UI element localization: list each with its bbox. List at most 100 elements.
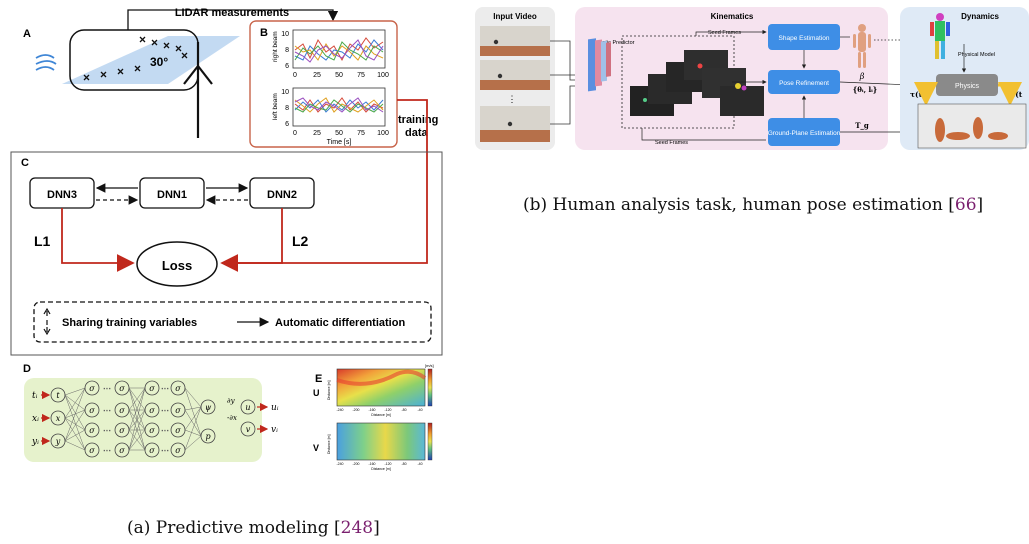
latent-node: ψ <box>200 399 216 415</box>
network-edge <box>184 387 202 437</box>
l1-arrow <box>61 208 135 272</box>
tau-label: τ(t) <box>910 90 926 99</box>
hidden-node-label: σ <box>175 406 181 415</box>
s-feedback-arrow <box>998 82 1022 106</box>
sharing-legend-icon <box>43 307 51 336</box>
u-map <box>336 368 426 407</box>
panel-d-letter: D <box>23 363 31 375</box>
caption-a-end: ] <box>373 518 380 538</box>
hidden-node: σ <box>114 402 130 418</box>
hidden-node: σ <box>114 380 130 396</box>
deriv-dy: ∂y <box>227 397 236 405</box>
hidden-node: σ <box>144 402 160 418</box>
hidden-node-label: σ <box>119 446 125 455</box>
caption-a-ref[interactable]: 248 <box>340 518 374 538</box>
input-label-x: xᵢ <box>32 414 39 424</box>
u-map-label: U <box>313 388 320 398</box>
network-edge <box>64 417 86 431</box>
network-edge <box>184 435 202 451</box>
pose-refinement-label: Pose Refinement <box>779 80 829 87</box>
input-node-label: x <box>56 414 61 423</box>
hidden-node-label: σ <box>149 446 155 455</box>
dnn2-label: DNN2 <box>267 189 297 201</box>
layer-ellipsis: ··· <box>161 406 169 415</box>
caption-b: (b) Human analysis task, human pose esti… <box>523 195 983 215</box>
lidar-plane <box>62 36 240 84</box>
svg-text:-160: -160 <box>368 408 375 412</box>
input-label-t: tᵢ <box>32 391 38 401</box>
map-ylabel: Distance [m] <box>327 435 331 454</box>
hidden-node-label: σ <box>89 446 95 455</box>
loss-ellipse <box>136 241 218 287</box>
layer-ellipsis: ··· <box>103 406 111 415</box>
network-edge <box>64 409 86 442</box>
output-node: u <box>240 399 256 415</box>
physics-render <box>917 103 1027 149</box>
network-edge <box>184 387 202 408</box>
seed-frames-top: Seed Frames <box>708 30 741 36</box>
hidden-node-label: σ <box>119 426 125 435</box>
tg-label: T_g <box>855 121 869 130</box>
latent-node-label: ψ <box>205 403 212 412</box>
network-edge <box>64 440 86 451</box>
svg-text:75: 75 <box>357 130 365 137</box>
svg-text:-200: -200 <box>352 408 359 412</box>
hidden-node-label: σ <box>89 384 95 393</box>
network-edge <box>184 406 202 431</box>
input-node: y <box>50 433 66 449</box>
map-ylabel: Distance [m] <box>327 381 331 400</box>
network-edge <box>128 429 146 451</box>
v-colorbar <box>427 422 433 461</box>
network-edge <box>64 394 86 411</box>
svg-text:-80: -80 <box>401 408 406 412</box>
network-edge <box>64 394 86 451</box>
input-video-frames <box>480 26 550 142</box>
hidden-node: σ <box>144 442 160 458</box>
svg-text:-240: -240 <box>336 408 343 412</box>
output-node-label: v <box>246 425 251 434</box>
input-node-label: t <box>56 391 60 400</box>
network-io-labels: tᵢ xᵢ yᵢ uᵢ vᵢ ∂y -∂x <box>31 391 279 447</box>
svg-text:-160: -160 <box>368 462 375 466</box>
input-node: t <box>50 387 66 403</box>
hidden-node-label: σ <box>175 446 181 455</box>
layer-ellipsis: ··· <box>103 446 111 455</box>
panel-e-letter: E <box>315 373 322 385</box>
network-edge <box>64 387 86 396</box>
panel-c-frame <box>10 151 443 356</box>
ground-plane-box <box>768 118 840 146</box>
ytick: 6 <box>285 63 289 70</box>
input-label-y: yᵢ <box>31 437 39 447</box>
hidden-node: σ <box>170 422 186 438</box>
output-node-label: u <box>245 403 250 412</box>
network-edge <box>184 406 202 451</box>
dnn1-label: DNN1 <box>157 189 187 201</box>
training-label-1: training <box>398 114 438 126</box>
map-xlabel: Distance [m] <box>371 413 390 417</box>
svg-text:50: 50 <box>335 130 343 137</box>
l2-arrow <box>222 208 283 264</box>
input-node-label: y <box>55 437 61 446</box>
hidden-node: σ <box>84 422 100 438</box>
dnn-connections <box>95 183 249 205</box>
hidden-node-label: σ <box>149 426 155 435</box>
hidden-node-label: σ <box>119 384 125 393</box>
layer-ellipsis: ··· <box>103 384 111 393</box>
hidden-node: σ <box>144 422 160 438</box>
map-xlabel: Distance [m] <box>371 467 390 471</box>
shape-estimation-label: Shape Estimation <box>779 35 830 42</box>
hidden-node-label: σ <box>89 426 95 435</box>
svg-text:0: 0 <box>293 72 297 79</box>
angle-label: 30° <box>150 55 168 69</box>
svg-text:50: 50 <box>335 72 343 79</box>
right-beam-ylabel: right beam <box>272 31 279 62</box>
network-edge <box>128 387 146 451</box>
ytick: 10 <box>281 31 289 38</box>
network-edge <box>128 387 146 431</box>
hidden-node: σ <box>84 380 100 396</box>
caption-b-text: (b) Human analysis task, human pose esti… <box>523 195 955 215</box>
panel-b-frame <box>249 20 398 148</box>
svg-text:100: 100 <box>377 130 389 137</box>
caption-b-ref[interactable]: 66 <box>954 195 977 215</box>
kinematics-title: Kinematics <box>711 12 754 21</box>
